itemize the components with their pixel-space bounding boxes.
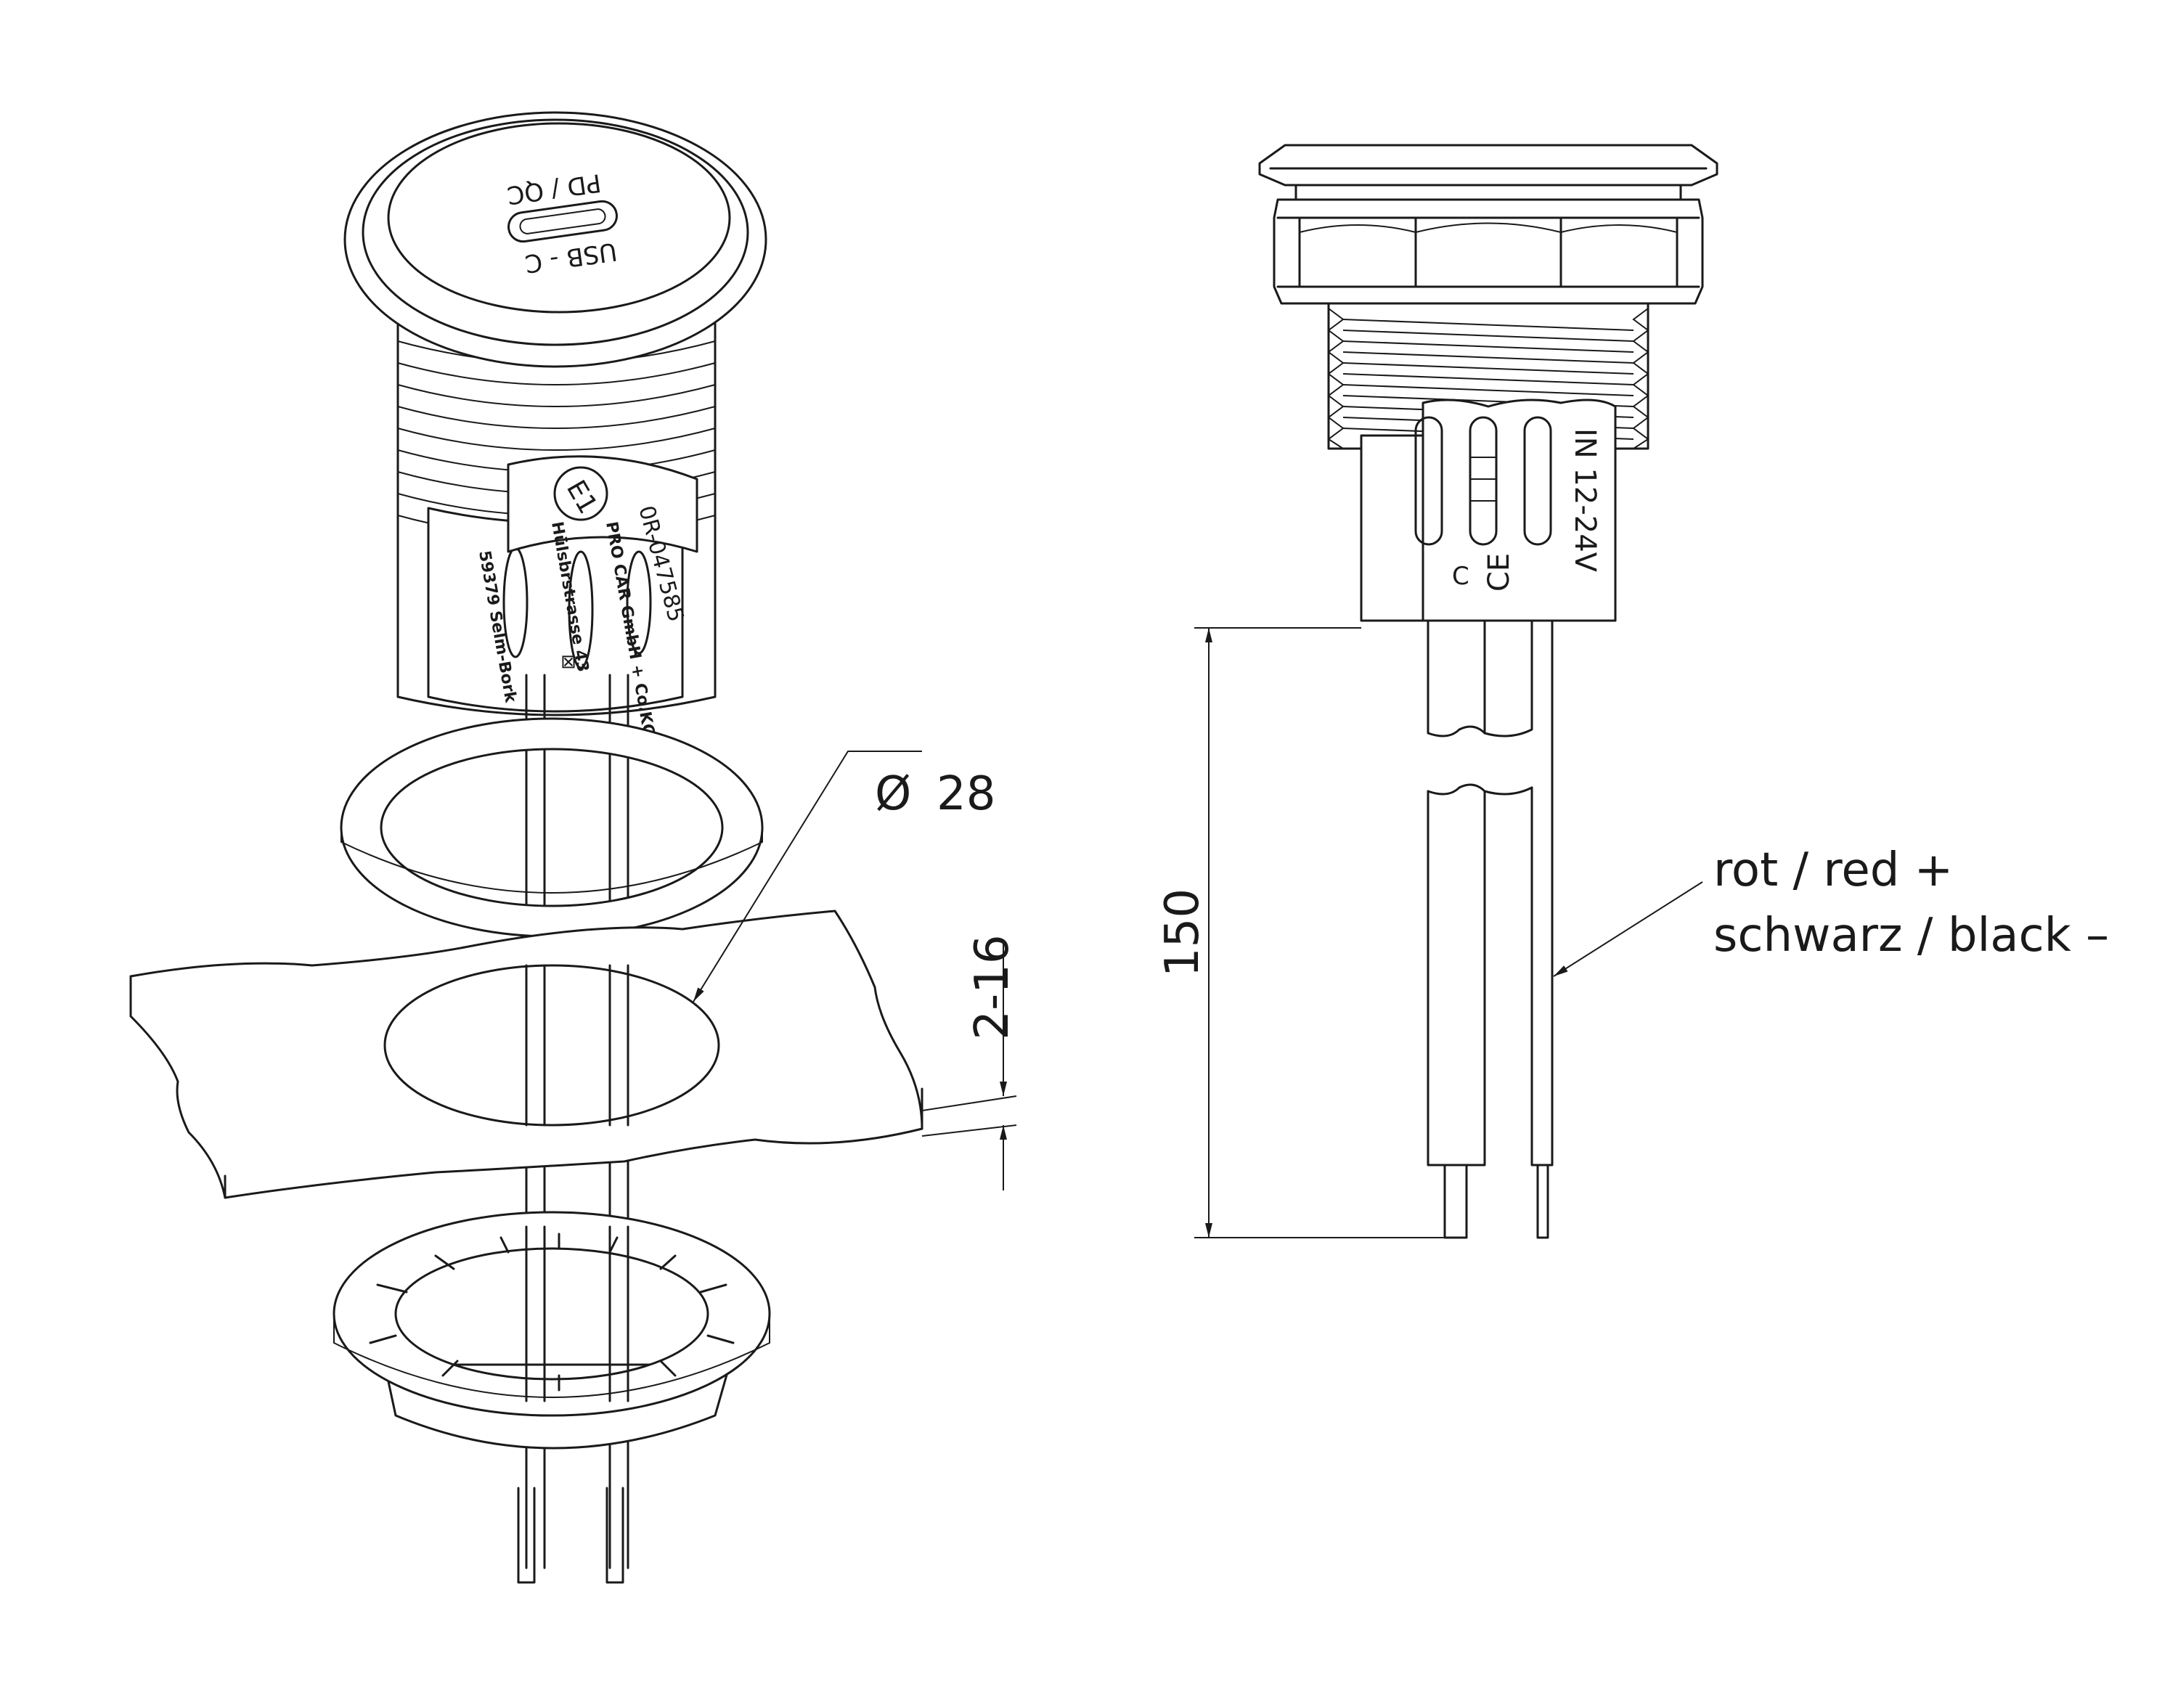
diameter-value: 28	[937, 767, 995, 821]
isometric-exploded-view: E1 0R-047585 PRO CAR GmbH + Co.KG Hülsbr…	[129, 111, 1019, 1584]
elevation-hex-nut	[1273, 198, 1704, 305]
wire-color-callout: rot / red + schwarz / black –	[1553, 843, 2109, 977]
gasket-ring	[340, 717, 764, 938]
thickness-value: 2-16	[966, 934, 1019, 1039]
diameter-symbol: Ø	[875, 767, 911, 821]
ce-mark-left: C	[1452, 562, 1469, 591]
socket-lower-housing	[427, 507, 684, 713]
black-wire-label: schwarz / black –	[1713, 909, 2109, 963]
usb-c-port	[507, 200, 618, 243]
vent-slot	[1523, 416, 1552, 546]
side-elevation-view: C CE IN 12-24V 150 rot / red + schwarz	[1156, 144, 2109, 1239]
weee-icon: ⊠	[560, 651, 576, 673]
elevation-cables	[1427, 619, 1554, 1239]
cable-length-dimension: 150	[1156, 627, 1452, 1238]
vent-slot	[1469, 416, 1498, 546]
locking-nut	[333, 1211, 771, 1450]
hole-diameter-dimension: Ø 28	[693, 751, 995, 1002]
panel-thickness-dimension: 2-16	[921, 934, 1019, 1190]
ce-mark: CE	[1482, 553, 1516, 592]
red-wire-label: rot / red +	[1713, 843, 1953, 897]
socket-cap: USB - C PD / QC	[343, 111, 767, 368]
elevation-flange	[1258, 144, 1718, 203]
elevation-lower-body: C CE IN 12-24V	[1360, 399, 1617, 622]
rating-label: IN 12-24V	[1568, 428, 1602, 573]
mounting-panel	[129, 910, 923, 1199]
cable-length-value: 150	[1156, 888, 1210, 977]
vent-slot	[1414, 416, 1443, 546]
